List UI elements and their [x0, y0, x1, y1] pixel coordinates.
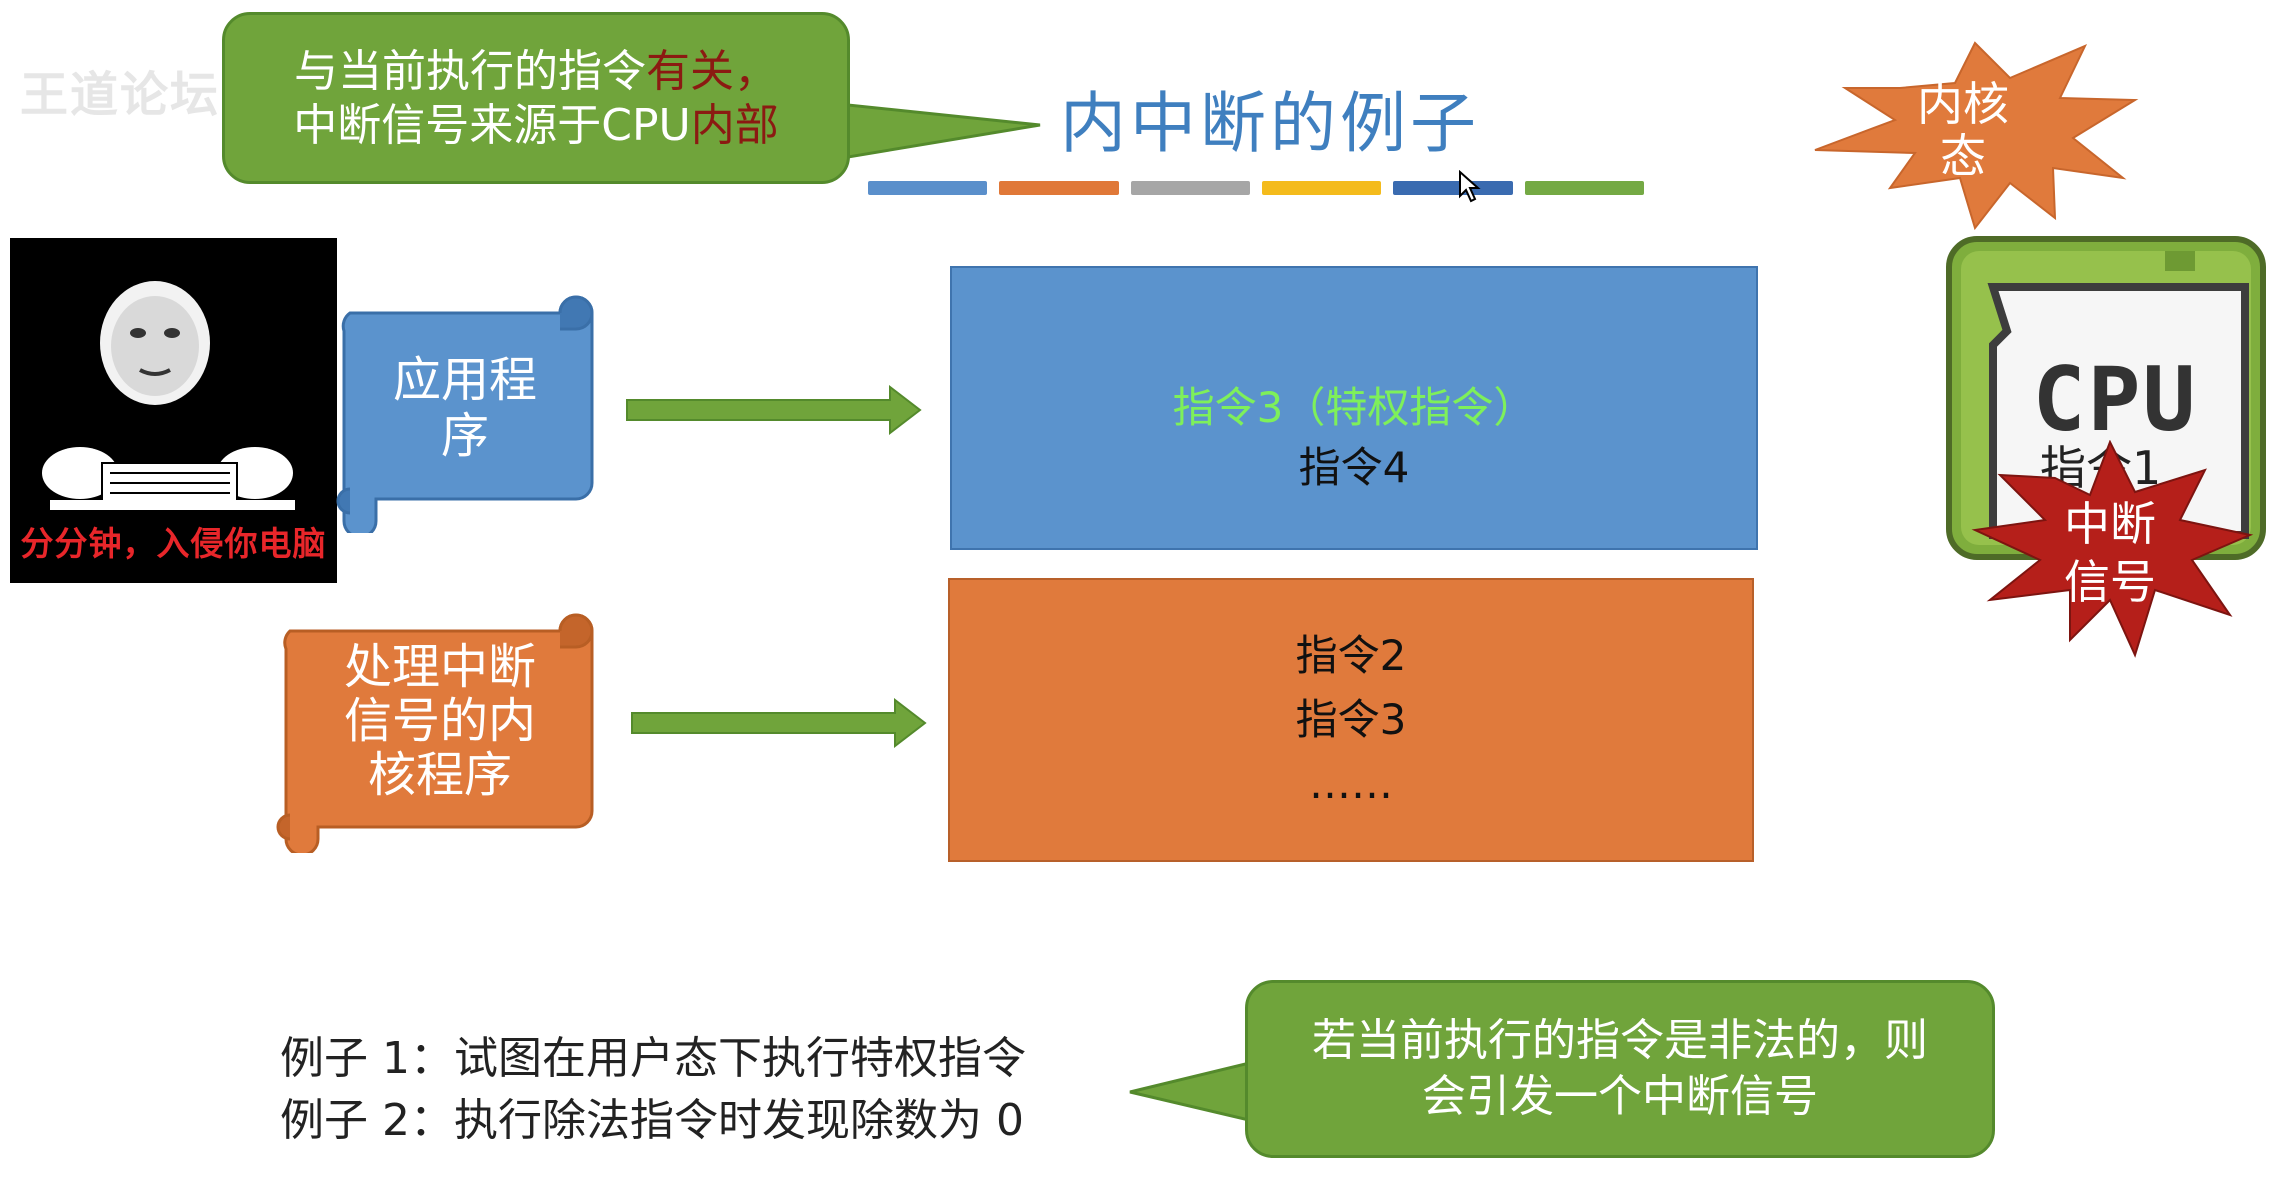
- callout-bottom-line1: 若当前执行的指令是非法的，则: [1312, 1015, 1928, 1066]
- meme-caption: 分分钟，入侵你电脑: [20, 524, 327, 563]
- scroll-kernel-handler-line2: 信号的内: [343, 693, 536, 749]
- interrupt-signal-line2: 信号: [2064, 555, 2156, 609]
- color-bar-segment: [1524, 181, 1644, 195]
- example-2: 例子 2：执行除法指令时发现除数为 0: [280, 1095, 1024, 1146]
- scroll-application-label: 应用程 序: [370, 352, 560, 464]
- instruction-2: 指令2: [1295, 631, 1407, 680]
- callout-top-line1-highlight: 有关，: [646, 46, 778, 97]
- color-bar-segment: [868, 181, 988, 195]
- callout-top-line2: 中断信号来源于CPU内部: [225, 99, 847, 153]
- instruction-ellipsis: ……: [1309, 759, 1393, 808]
- cpu-label: CPU: [2032, 348, 2198, 451]
- scroll-kernel-handler-line1: 处理中断: [343, 639, 536, 695]
- kernel-mode-line1: 内核: [1917, 77, 2009, 131]
- title-color-bar: [868, 181, 1644, 195]
- privileged-instruction: 指令3（特权指令）: [1172, 383, 1536, 432]
- meme-image: 分分钟，入侵你电脑: [10, 238, 337, 583]
- callout-top: 与当前执行的指令有关， 中断信号来源于CPU内部: [222, 12, 850, 184]
- color-bar-segment: [1261, 181, 1382, 195]
- callout-top-tail: [800, 98, 1041, 167]
- watermark-site-text: 王道论坛: [20, 67, 221, 123]
- scroll-kernel-handler-label: 处理中断 信号的内 核程序: [325, 640, 555, 802]
- scroll-application: [336, 295, 594, 533]
- kernel-mode-label: 内核 态: [1898, 78, 2028, 182]
- instruction-block-blue: 指令3（特权指令） 指令4: [950, 266, 1758, 550]
- kernel-mode-line2: 态: [1940, 129, 1986, 183]
- color-bar-segment: [1393, 181, 1513, 195]
- callout-top-line2-highlight: 内部: [690, 100, 779, 151]
- scroll-kernel-handler: [276, 613, 594, 853]
- instruction-4: 指令4: [1298, 443, 1410, 492]
- kernel-mode-burst: [1814, 41, 2139, 231]
- slide-title: 内中断的例子: [1060, 85, 1480, 162]
- color-bar-segment: [1130, 181, 1250, 195]
- color-bar-segment: [999, 181, 1119, 195]
- scroll-application-line1: 应用程: [392, 352, 537, 408]
- interrupt-signal-burst: [1971, 440, 2254, 658]
- arrow-to-orange-block: [631, 698, 927, 748]
- mouse-cursor-icon: [1459, 170, 1481, 203]
- scroll-kernel-handler-line3: 核程序: [367, 747, 512, 803]
- arrow-to-blue-block: [626, 385, 922, 435]
- callout-bottom: 若当前执行的指令是非法的，则 会引发一个中断信号: [1245, 980, 1995, 1158]
- scroll-application-line2: 序: [440, 408, 489, 464]
- callout-top-line2-prefix: 中断信号来源于CPU: [293, 100, 691, 151]
- interrupt-signal-line1: 中断: [2064, 497, 2156, 551]
- examples: 例子 1：试图在用户态下执行特权指令 例子 2：执行除法指令时发现除数为 0: [280, 1028, 1026, 1152]
- meme-face-icon: [42, 281, 295, 510]
- instruction-block-orange: 指令2 指令3 ……: [948, 578, 1754, 862]
- example-1: 例子 1：试图在用户态下执行特权指令: [280, 1033, 1026, 1084]
- callout-top-line1: 与当前执行的指令有关，: [225, 45, 847, 99]
- callout-bottom-line2: 会引发一个中断信号: [1422, 1071, 1818, 1122]
- callout-top-line1-prefix: 与当前执行的指令: [294, 46, 646, 97]
- interrupt-signal-label: 中断 信号: [2045, 495, 2175, 611]
- instruction-3: 指令3: [1295, 695, 1407, 744]
